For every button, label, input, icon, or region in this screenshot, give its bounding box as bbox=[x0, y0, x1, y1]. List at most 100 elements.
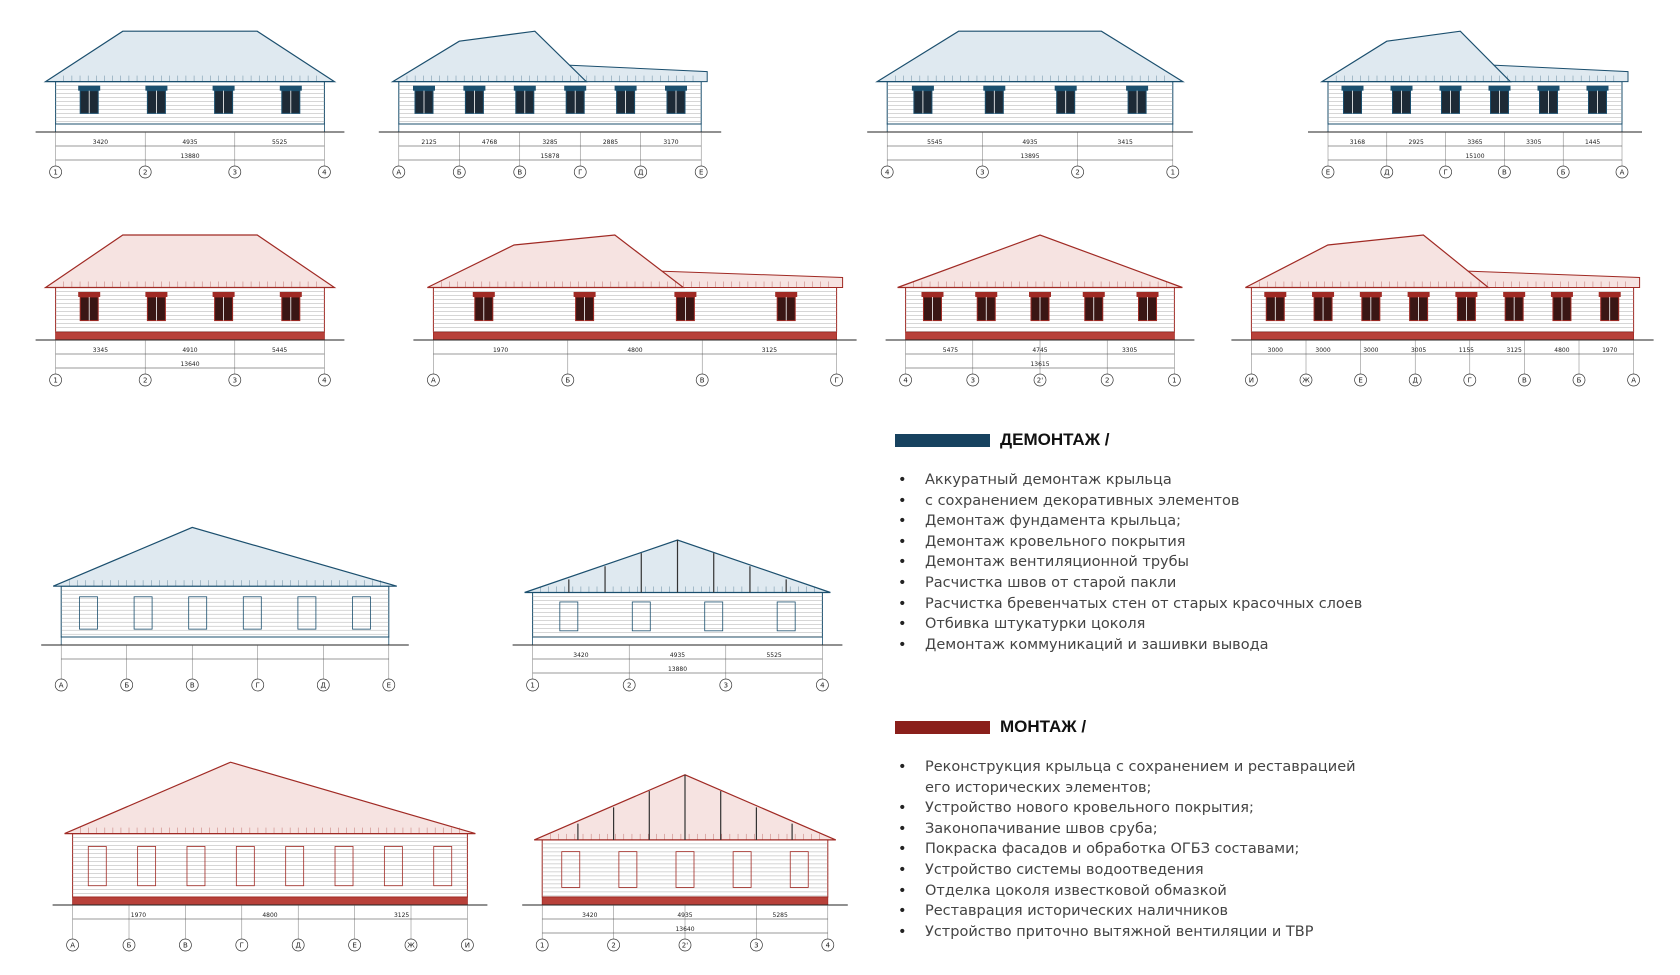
dimension-value: 3345 bbox=[93, 347, 108, 354]
dimension-value: 4935 bbox=[670, 652, 685, 659]
window-cornice bbox=[614, 85, 637, 91]
log-wall bbox=[55, 287, 325, 333]
plinth bbox=[1327, 123, 1623, 133]
window-cornice bbox=[674, 291, 697, 297]
dimension-value: 4935 bbox=[677, 912, 692, 919]
axis-marker bbox=[607, 938, 620, 952]
axis-marker bbox=[535, 938, 549, 952]
axis-marker bbox=[1556, 165, 1570, 179]
axis-label: Е bbox=[387, 682, 391, 690]
dimension-value: 2885 bbox=[603, 139, 618, 146]
total-dimension-value: 15878 bbox=[540, 153, 559, 160]
axis-marker bbox=[1033, 373, 1047, 387]
axis-label: А bbox=[396, 169, 401, 177]
log-wall bbox=[532, 592, 823, 638]
axis-label: Г bbox=[1443, 169, 1447, 177]
axis-label: Г bbox=[834, 377, 838, 385]
axis-label: Б bbox=[1561, 169, 1566, 177]
door-opening bbox=[789, 851, 809, 888]
log-wall bbox=[55, 81, 325, 125]
log-wall bbox=[398, 81, 702, 125]
dimension-value: 2125 bbox=[421, 139, 436, 146]
axis-label: В bbox=[517, 169, 522, 177]
axis-marker bbox=[622, 678, 636, 692]
axis-label: 4 bbox=[322, 377, 327, 385]
list-item: Отделка цоколя известковой обмазкой bbox=[898, 881, 1356, 902]
total-dimension-value: 13895 bbox=[1020, 153, 1039, 160]
door-opening bbox=[631, 601, 651, 632]
window-cornice bbox=[279, 291, 302, 297]
axis-marker bbox=[185, 678, 199, 692]
dimension-value: 5545 bbox=[927, 139, 942, 146]
axis-label: 4 bbox=[826, 942, 831, 950]
dimension-value: 1445 bbox=[1585, 139, 1600, 146]
dismantling-legend: ДЕМОНТАЖ / Аккуратный демонтаж крыльца с… bbox=[895, 428, 1362, 655]
dimension-value: 5525 bbox=[766, 652, 781, 659]
axis-label: В bbox=[1522, 377, 1527, 385]
dimension-value: 3415 bbox=[1118, 139, 1133, 146]
axis-marker bbox=[461, 938, 474, 952]
window-cornice bbox=[78, 85, 101, 91]
axis-label: Б bbox=[124, 682, 129, 690]
axis-label: Г bbox=[256, 682, 260, 690]
axis-label: 2 bbox=[143, 169, 147, 177]
dimension-value: 3125 bbox=[1507, 347, 1522, 354]
axis-label: 2' bbox=[1037, 377, 1043, 385]
axis-marker bbox=[750, 938, 763, 952]
list-item: Устройство нового кровельного покрытия; bbox=[898, 798, 1356, 819]
axis-marker bbox=[404, 938, 418, 952]
axis-marker bbox=[120, 678, 134, 692]
window-cornice bbox=[573, 291, 596, 297]
roof bbox=[52, 526, 397, 587]
roof bbox=[1319, 30, 1512, 83]
total-dimension-value: 13880 bbox=[180, 153, 199, 160]
dimension-value: 3420 bbox=[93, 139, 108, 146]
door-opening bbox=[297, 596, 317, 630]
window-cornice bbox=[665, 85, 687, 91]
axis-marker bbox=[318, 165, 331, 179]
axis-label: 1 bbox=[530, 682, 534, 690]
axis-marker bbox=[1572, 373, 1586, 387]
axis-label: 2 bbox=[1075, 169, 1079, 177]
dimension-value: 3420 bbox=[582, 912, 597, 919]
axis-label: 3 bbox=[233, 377, 237, 385]
dimension-value: 3285 bbox=[542, 139, 557, 146]
axis-marker bbox=[573, 165, 587, 179]
plinth bbox=[532, 636, 823, 646]
list-item: Устройство приточно вытяжной вентиляции … bbox=[898, 922, 1356, 943]
door-opening bbox=[188, 596, 208, 630]
list-item: Реставрация исторических наличников bbox=[898, 901, 1356, 922]
axis-label: Б bbox=[565, 377, 570, 385]
door-opening bbox=[285, 846, 305, 887]
dimension-value: 3125 bbox=[394, 912, 409, 919]
axis-label: И bbox=[465, 942, 470, 950]
list-item: Реконструкция крыльца с сохранением и ре… bbox=[898, 757, 1356, 778]
door-opening bbox=[732, 851, 752, 888]
axis-label: 3 bbox=[233, 169, 237, 177]
dimension-value: 3168 bbox=[1350, 139, 1365, 146]
dimension-value: 2925 bbox=[1409, 139, 1424, 146]
dimension-value: 5445 bbox=[272, 347, 287, 354]
axis-label: 1 bbox=[53, 377, 57, 385]
axis-marker bbox=[452, 165, 466, 179]
axis-label: В bbox=[700, 377, 705, 385]
list-item: с сохранением декоративных элементов bbox=[898, 491, 1362, 512]
dimension-value: 1970 bbox=[131, 912, 146, 919]
list-item: Устройство системы водоотведения bbox=[898, 860, 1356, 881]
window-cornice bbox=[279, 85, 302, 91]
axis-marker bbox=[122, 938, 136, 952]
axis-marker bbox=[830, 373, 843, 387]
axis-label: 1 bbox=[53, 169, 57, 177]
window-cornice bbox=[1550, 291, 1573, 297]
total-dimension-value: 15100 bbox=[1465, 153, 1484, 160]
dimension-value: 5525 bbox=[272, 139, 287, 146]
dimension-value: 3000 bbox=[1315, 347, 1330, 354]
axis-marker bbox=[880, 165, 894, 179]
axis-marker bbox=[138, 373, 152, 387]
dimension-value: 3170 bbox=[663, 139, 678, 146]
log-wall bbox=[541, 839, 829, 898]
